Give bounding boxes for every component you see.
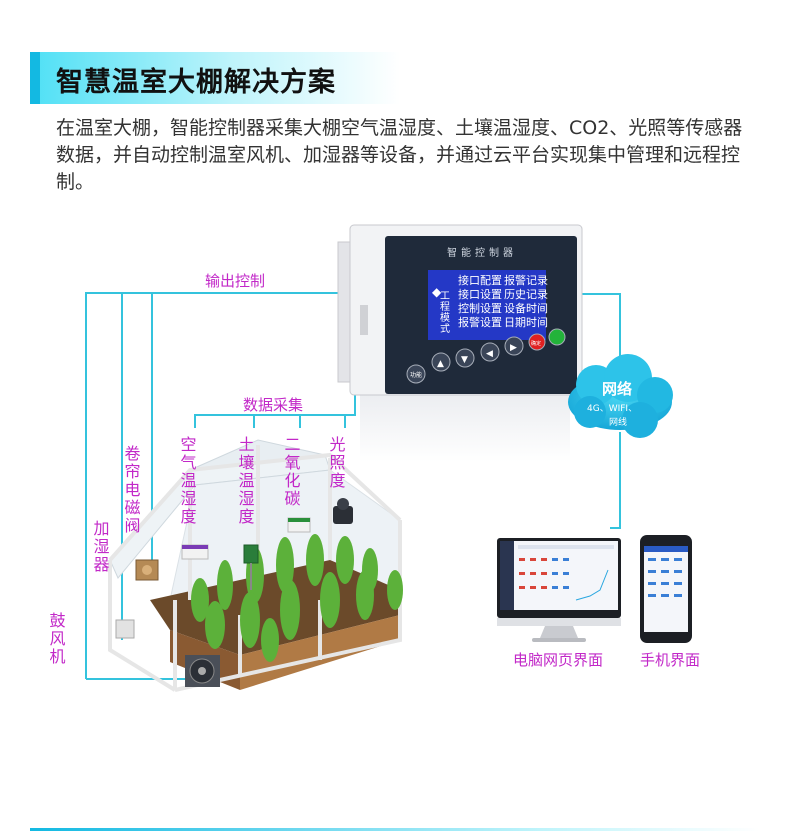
fan-label: 鼓风机: [47, 612, 66, 666]
output-control-label: 输出控制: [205, 272, 265, 290]
arrow-left-icon: ◀: [486, 349, 493, 359]
page-title: 智慧温室大棚解决方案: [56, 67, 336, 98]
title-bar: [30, 52, 400, 104]
air-sensor-label: 空气温湿度: [178, 436, 197, 526]
network-lines: [582, 293, 621, 529]
bottom-divider: [30, 828, 760, 831]
screen-item-3: 控制设置: [458, 301, 502, 315]
screen-item-2: 接口设置: [458, 288, 502, 301]
confirm-button[interactable]: [528, 333, 546, 351]
screen-item-4: 报警设置: [458, 315, 502, 329]
func-button-label: 功能: [410, 371, 422, 379]
network-cloud: 网络 4G、WIFI、 网线: [568, 354, 673, 438]
data-collection-lines: [194, 378, 356, 428]
soil-sensor-label: 土壤温湿度: [236, 436, 255, 526]
func-button[interactable]: [406, 364, 426, 384]
network-sub1: 4G、WIFI、: [587, 404, 637, 414]
soil-sensor-device: [243, 544, 259, 564]
screen-item-5: 报警记录: [504, 273, 548, 287]
co2-sensor-label: 二氧化碳: [282, 436, 301, 508]
light-sensor-device: [333, 506, 353, 524]
controller-device: 智能控制器 ◆ 工程模式 接口配置 接口设置 控制设置 报警设置 报警记录 历史…: [337, 224, 583, 462]
power-button[interactable]: [548, 328, 566, 346]
mobile-phone: [640, 535, 692, 643]
description-text: 在温室大棚，智能控制器采集大棚空气温湿度、土壤温湿度、CO2、光照等传感器数据，…: [56, 117, 743, 193]
screen-item-6: 历史记录: [504, 288, 548, 301]
down-button[interactable]: [455, 348, 475, 368]
network-title: 网络: [602, 380, 632, 398]
curtain-valve-label: 卷帘电磁阀: [122, 445, 141, 535]
light-sensor-label: 光照度: [327, 436, 346, 490]
data-collection-label: 数据采集: [243, 396, 303, 414]
humidifier-label: 加湿器: [91, 520, 110, 574]
screen-col1: 工程模式: [438, 290, 450, 334]
arrow-up-icon: ▲: [437, 359, 444, 369]
screen-text-mode: 工程模式: [438, 290, 450, 334]
left-button[interactable]: [480, 342, 500, 362]
screen-arrow: ◆: [432, 285, 442, 299]
title-accent: [30, 52, 40, 104]
phone-ui-label: 手机界面: [640, 651, 700, 669]
controller-name: 智能控制器: [447, 246, 517, 259]
pc-ui-label: 电脑网页界面: [513, 651, 603, 669]
screen-item-7: 设备时间: [504, 301, 548, 315]
screen-item-1: 接口配置: [458, 274, 502, 287]
confirm-button-label: 确定: [531, 340, 541, 347]
curtain-valve-device: [115, 619, 135, 639]
arrow-down-icon: ▼: [461, 355, 468, 365]
pc-monitor: [497, 538, 621, 642]
network-sub2: 网线: [609, 416, 627, 428]
arrow-right-icon: ▶: [510, 343, 517, 353]
output-control-lines: [85, 292, 345, 680]
up-button[interactable]: [431, 352, 451, 372]
greenhouse: [108, 439, 403, 692]
right-button[interactable]: [504, 336, 524, 356]
screen-item-8: 日期时间: [504, 316, 548, 329]
